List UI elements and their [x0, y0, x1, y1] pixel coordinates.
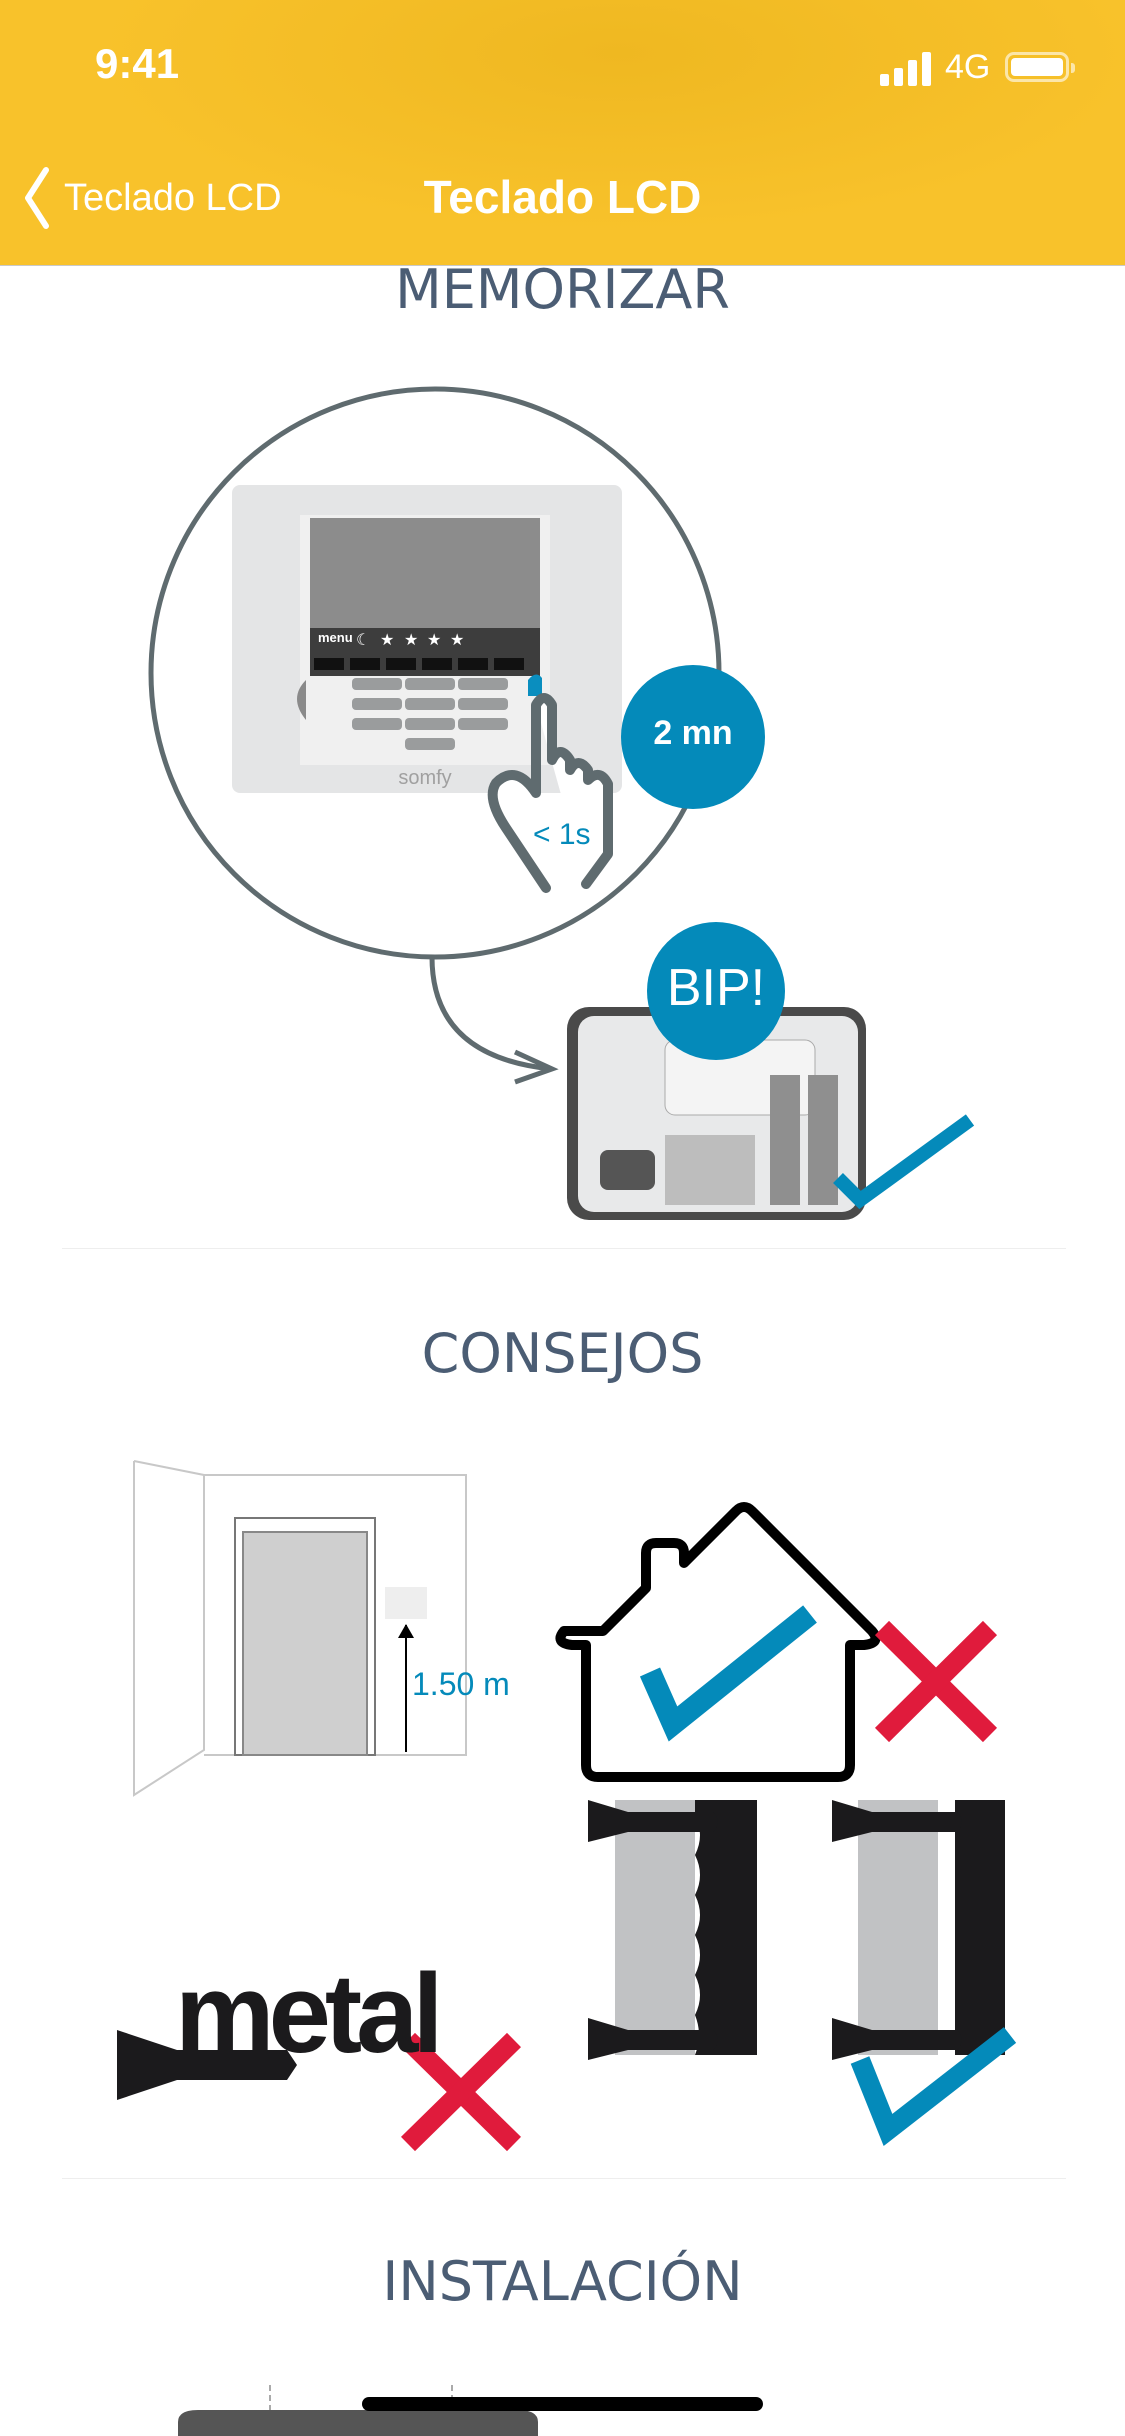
menu-key-label: menu [318, 630, 353, 645]
svg-text:★: ★ [450, 632, 464, 649]
press-duration-label: < 1s [533, 818, 591, 851]
flat-wall-screw-icon [832, 1800, 1017, 2147]
svg-text:★: ★ [404, 632, 418, 649]
duration-badge [621, 665, 765, 809]
base-unit-illustration [567, 1007, 866, 1220]
uneven-wall-screw-icon [588, 1800, 757, 2060]
section-divider [62, 1248, 1066, 1249]
svg-text:★: ★ [427, 632, 441, 649]
battery-icon [1005, 52, 1075, 82]
brand-logo: somfy [398, 767, 451, 789]
network-type: 4G [945, 48, 991, 86]
svg-text:☾: ☾ [356, 632, 370, 649]
section-title-memorizar: MEMORIZAR [395, 258, 730, 321]
mounting-height-label: 1.50 m [412, 1666, 510, 1702]
metal-screw-icon [117, 2030, 297, 2100]
back-button[interactable]: Teclado LCD [24, 166, 282, 230]
keypad-illustration: menu ☾ ★ ★ ★ ★ somfy [148, 386, 722, 1085]
navigation-header [0, 0, 1125, 266]
status-time: 9:41 [95, 40, 180, 87]
wall-height-illustration [133, 1460, 467, 1797]
metal-label: metal [175, 1951, 444, 2076]
beep-badge [647, 922, 785, 1060]
duration-label: 2 mn [653, 714, 733, 752]
back-label: Teclado LCD [64, 176, 282, 219]
section-title-consejos: CONSEJOS [421, 1322, 704, 1385]
indoor-house-icon [555, 1502, 881, 1782]
home-indicator[interactable] [362, 2397, 763, 2411]
signal-icon [880, 52, 931, 86]
chevron-left-icon [25, 167, 49, 229]
check-icon [833, 1114, 975, 1210]
installation-device-partial [178, 2410, 538, 2436]
cross-icon [874, 1620, 998, 1743]
section-title-instalacion: INSTALACIÓN [382, 2250, 743, 2313]
beep-label: BIP! [666, 959, 766, 1017]
page-title: Teclado LCD [423, 171, 702, 223]
section-divider [62, 2178, 1066, 2179]
cross-icon [400, 2032, 522, 2152]
svg-text:★: ★ [380, 632, 394, 649]
